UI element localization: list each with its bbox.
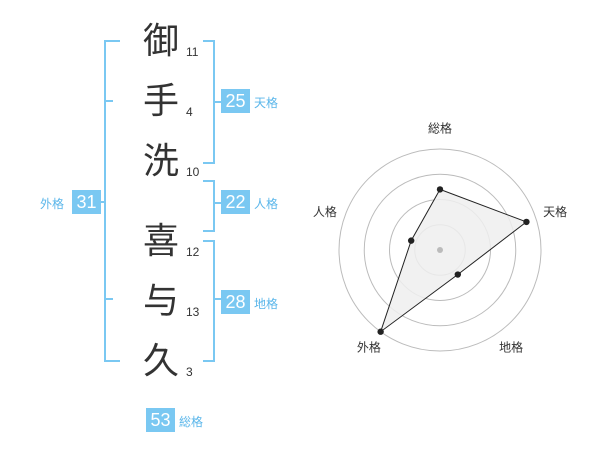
radar-point-3 xyxy=(454,271,462,278)
radar-point-2 xyxy=(523,218,530,226)
name-char-2: 手 xyxy=(142,81,179,122)
gaikaku-label: 外格 xyxy=(40,197,65,211)
name-char-3: 洗 xyxy=(142,141,179,182)
gaikaku-bracket-tick xyxy=(105,100,113,102)
jinkaku-bracket xyxy=(203,180,215,232)
chikaku-bracket xyxy=(203,240,215,362)
name-char-4: 喜 xyxy=(142,221,179,262)
gaikaku-value-badge: 31 xyxy=(72,190,101,214)
chikaku-bracket-stem xyxy=(213,298,221,300)
jinkaku-bracket-stem xyxy=(213,202,221,204)
radar-ring xyxy=(363,173,517,327)
stroke-count-2: 4 xyxy=(186,105,193,119)
soukaku-value-badge: 53 xyxy=(146,408,175,432)
radar-axis-label: 外格 xyxy=(357,339,381,354)
radar-point-5 xyxy=(407,237,415,244)
gaikaku-bracket xyxy=(104,40,120,362)
radar-ring xyxy=(338,148,542,352)
radar-center-dot xyxy=(437,247,443,253)
chikaku-label: 地格 xyxy=(254,297,279,311)
radar-axis-label: 総格 xyxy=(428,121,452,136)
jinkaku-label: 人格 xyxy=(254,197,279,211)
radar-series-area xyxy=(379,188,528,334)
stroke-count-1: 11 xyxy=(186,45,199,59)
jinkaku-value-badge: 22 xyxy=(221,190,250,214)
name-char-6: 久 xyxy=(142,341,179,382)
stroke-count-3: 10 xyxy=(186,165,200,179)
stroke-count-6: 3 xyxy=(186,365,193,379)
radar-point-1 xyxy=(436,186,444,193)
tenkaku-bracket-stem xyxy=(213,101,221,103)
tenkaku-label: 天格 xyxy=(254,96,279,110)
radar-axis-label: 地格 xyxy=(499,339,523,354)
tenkaku-value-badge: 25 xyxy=(221,89,250,113)
gaikaku-bracket-tick xyxy=(105,298,113,300)
stroke-count-5: 13 xyxy=(186,305,200,319)
soukaku-label: 総格 xyxy=(179,415,204,429)
stroke-count-4: 12 xyxy=(186,245,200,259)
name-char-1: 御 xyxy=(142,21,179,62)
radar-point-4 xyxy=(377,328,384,335)
chikaku-value-badge: 28 xyxy=(221,290,250,314)
name-char-5: 与 xyxy=(142,281,179,322)
radar-axis-label: 人格 xyxy=(313,204,337,219)
radar-axis-label: 天格 xyxy=(543,204,567,219)
